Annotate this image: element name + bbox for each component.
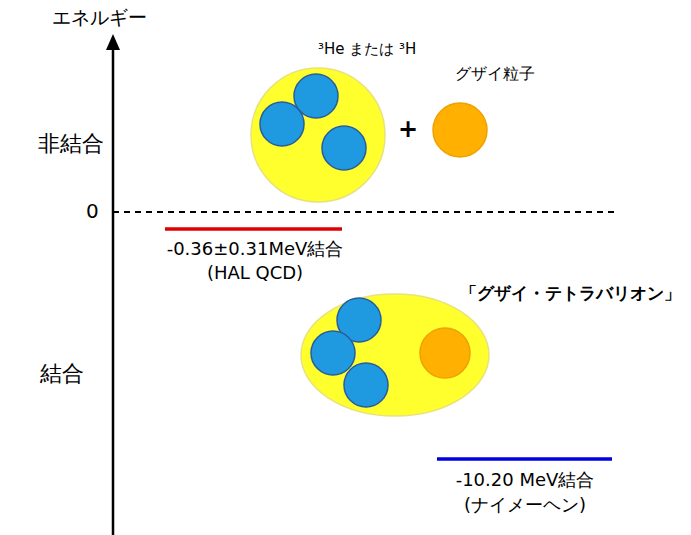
hal-qcd-level <box>165 227 342 231</box>
zero-level-line <box>113 211 617 213</box>
nucleon <box>344 363 388 407</box>
method-label: (HAL QCD) <box>207 262 303 284</box>
bound-state-ellipse <box>301 294 489 416</box>
nucleon <box>260 102 304 146</box>
node-shape <box>300 293 490 417</box>
region-label: 結合 <box>40 361 84 387</box>
energy-axis <box>112 44 115 535</box>
node-heading: 「グザイ・テトラバリオン」 <box>460 283 681 303</box>
zero-label: 0 <box>86 199 99 223</box>
method-label: (ナイメーヘン) <box>464 494 586 516</box>
node-shape <box>432 102 488 158</box>
nucleon <box>311 331 355 375</box>
xi-particle-inside <box>420 328 470 378</box>
xi-tetrabaryon: 「グザイ・テトラバリオン」 <box>300 293 490 417</box>
nucleon <box>322 126 366 170</box>
node-heading: グザイ粒子 <box>455 64 535 83</box>
axis-arrowhead <box>106 34 120 50</box>
plus-sign: + <box>398 115 418 144</box>
particle-circle <box>251 68 385 202</box>
region-label: 非結合 <box>38 131 104 157</box>
energy-value: -10.20 MeV結合 <box>456 469 595 491</box>
node-heading: ³He または ³H <box>318 40 416 58</box>
node-shape <box>250 67 386 203</box>
nijmegen-level <box>437 457 612 461</box>
particle-circle <box>433 103 487 157</box>
helium3-nucleus: ³He または ³H <box>250 67 386 203</box>
energy-value: -0.36±0.31MeV結合 <box>167 238 344 260</box>
axis-title: エネルギー <box>52 6 147 29</box>
xi-particle: グザイ粒子 <box>432 102 488 158</box>
